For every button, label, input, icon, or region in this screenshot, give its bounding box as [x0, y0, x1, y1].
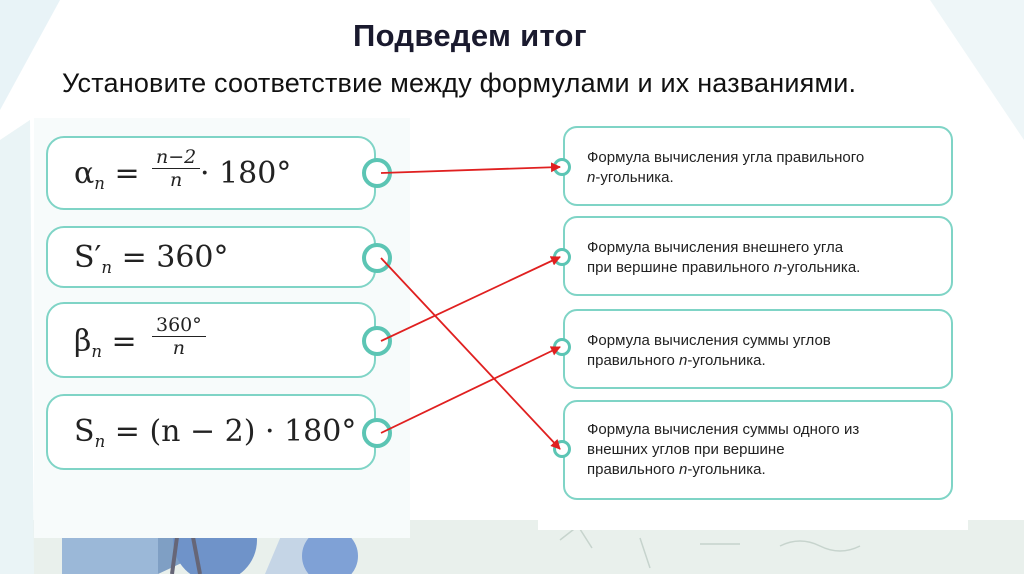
description-n: n [773, 259, 783, 276]
formula-rest: (n − 2) · 180° [149, 414, 357, 449]
formula-symbol: S [74, 414, 95, 449]
formula-tail: · 180° [200, 156, 292, 191]
description-line: Формула вычисления угла правильного [587, 149, 865, 166]
description-line: правильного [587, 461, 679, 478]
description-line: внешних углов при вершине [587, 441, 785, 458]
connector-circle-right-1[interactable] [553, 158, 571, 176]
description-card-1[interactable]: Формула вычисления угла правильного n-уг… [563, 126, 953, 206]
formula-equals: = [121, 240, 147, 275]
description-n: n [679, 461, 688, 478]
formula-symbol: β [74, 324, 92, 359]
slide-title: Подведем итог [352, 18, 587, 53]
description-line: -угольника. [687, 461, 766, 478]
description-n: n [679, 352, 688, 369]
formula-card-exterior-angle-sum[interactable]: S′n = 360° [46, 226, 376, 288]
description-card-2[interactable]: Формула вычисления внешнего угла при вер… [563, 216, 953, 296]
description-line: правильного [587, 352, 679, 369]
formula-card-exterior-angle[interactable]: βn = 360° n [46, 302, 376, 378]
fraction-denominator: n [172, 337, 185, 359]
formula-subscript: n [101, 257, 113, 277]
description-line: -угольника. [782, 259, 861, 276]
fraction-denominator: n [170, 169, 183, 191]
fraction-numerator: 360° [152, 314, 206, 337]
description-line: Формула вычисления суммы углов [587, 332, 831, 349]
description-card-4[interactable]: Формула вычисления суммы одного из внешн… [563, 400, 953, 500]
description-line: при вершине правильного [587, 259, 774, 276]
description-line: Формула вычисления суммы одного из [587, 421, 860, 438]
fraction-numerator: n−2 [152, 146, 201, 169]
formula-equals: = [114, 414, 140, 449]
connector-circle-right-2[interactable] [553, 248, 571, 266]
formula-equals: = [111, 324, 137, 359]
formula-card-angle-sum[interactable]: Sn = (n − 2) · 180° [46, 394, 376, 470]
connector-circle-left-1[interactable] [362, 158, 392, 188]
connector-circle-right-4[interactable] [553, 440, 571, 458]
formula-equals: = [114, 156, 140, 191]
formula-symbol: α [74, 156, 95, 191]
description-line: Формула вычисления внешнего угла [587, 239, 844, 256]
connector-circle-right-3[interactable] [553, 338, 571, 356]
formula-fraction: 360° n [152, 314, 206, 359]
formula-card-angle[interactable]: αn = n−2 n · 180° [46, 136, 376, 210]
slide-subtitle: Установите соответствие между формулами … [62, 68, 857, 98]
formula-symbol: S′ [74, 240, 102, 275]
description-line: -угольника. [595, 169, 674, 186]
description-line: -угольника. [687, 352, 766, 369]
formula-fraction: n−2 n [152, 146, 201, 191]
formula-subscript: n [94, 431, 106, 451]
description-card-3[interactable]: Формула вычисления суммы углов правильно… [563, 309, 953, 389]
connector-circle-left-3[interactable] [362, 326, 392, 356]
formula-subscript: n [91, 341, 102, 361]
formula-rest: 360° [156, 240, 229, 275]
connector-circle-left-4[interactable] [362, 418, 392, 448]
formula-subscript: n [94, 173, 105, 193]
connector-circle-left-2[interactable] [362, 243, 392, 273]
description-n: n [587, 169, 596, 186]
